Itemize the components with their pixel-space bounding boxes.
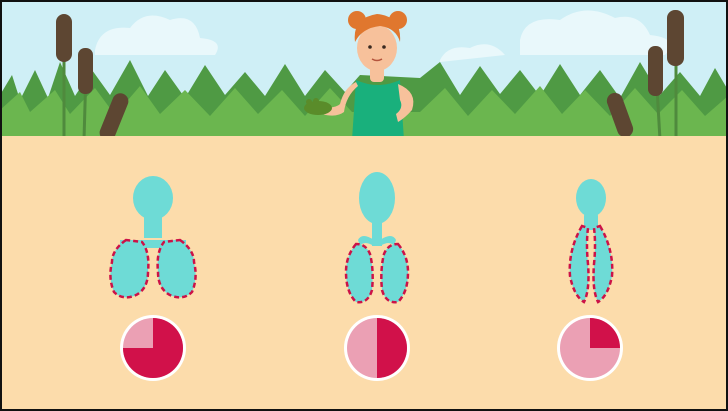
- cattail-head: [667, 10, 684, 66]
- hair-bun-left: [348, 11, 366, 29]
- cattail-head: [56, 14, 72, 62]
- left-lung-lobe: [346, 244, 373, 302]
- right-lung-lobe: [158, 240, 196, 297]
- cattail-head: [78, 48, 93, 94]
- right-lung-lobe: [381, 244, 408, 302]
- eye-right: [382, 45, 386, 49]
- eye-left: [368, 45, 372, 49]
- left-lung-lobe: [110, 240, 148, 297]
- tank-top: [352, 80, 404, 140]
- frog-eye: [306, 99, 312, 105]
- hair-bun-right: [389, 11, 407, 29]
- cattail-head: [648, 46, 663, 96]
- frog-eye: [313, 98, 319, 104]
